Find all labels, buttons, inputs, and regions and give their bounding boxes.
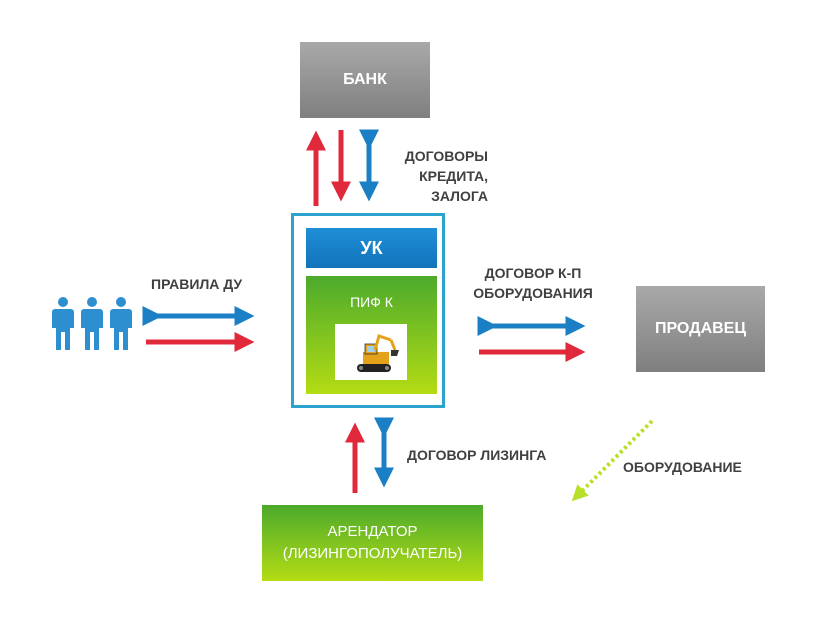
seller-box: ПРОДАВЕЦ [636, 286, 765, 372]
purchase-label-line1: ДОГОВОР К-П [484, 265, 582, 281]
excavator-icon [335, 324, 407, 380]
rules-label: ПРАВИЛА ДУ [151, 276, 243, 292]
seller-label: ПРОДАВЕЦ [654, 320, 747, 337]
lessee-box: АРЕНДАТОР (ЛИЗИНГОПОЛУЧАТЕЛЬ) [262, 505, 483, 581]
uk-label: УК [360, 237, 383, 258]
credit-label-line3: ЗАЛОГА [431, 188, 488, 204]
bank-label: БАНК [343, 71, 387, 88]
lessee-label-line1: АРЕНДАТОР [327, 523, 418, 540]
lessee-label-line2: (ЛИЗИНГОПОЛУЧАТЕЛЬ) [282, 545, 463, 562]
pif-label: ПИФ К [350, 294, 393, 310]
credit-label-line1: ДОГОВОРЫ [404, 148, 488, 164]
equipment-label: ОБОРУДОВАНИЕ [623, 459, 742, 475]
leasing-label: ДОГОВОР ЛИЗИНГА [407, 447, 547, 463]
purchase-label-line2: ОБОРУДОВАНИЯ [473, 285, 593, 301]
bank-box: БАНК [300, 42, 430, 118]
purchase-label: ДОГОВОР К-П ОБОРУДОВАНИЯ [469, 263, 597, 303]
pif-box: ПИФ К [306, 276, 437, 394]
credit-label: ДОГОВОРЫ КРЕДИТА, ЗАЛОГА [394, 146, 488, 206]
credit-label-line2: КРЕДИТА, [419, 168, 488, 184]
people-icon [52, 296, 134, 357]
uk-box: УК [306, 228, 437, 268]
